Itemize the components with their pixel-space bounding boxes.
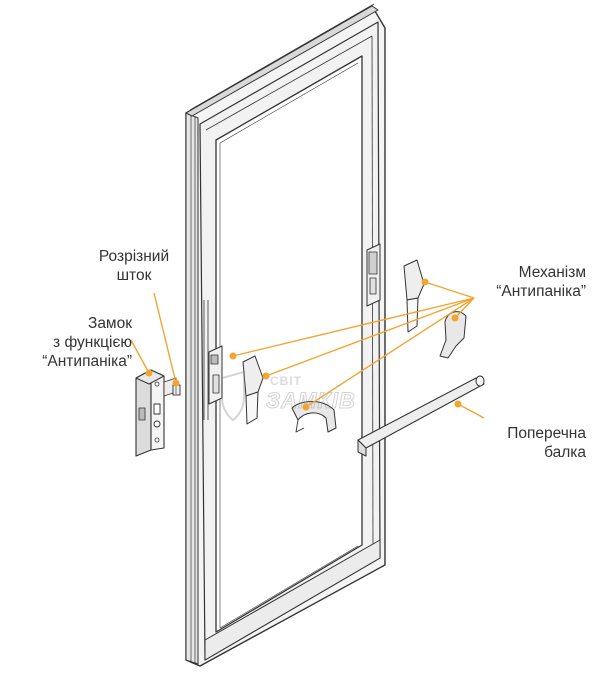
label-mechanism: Механізм “Антипаніка” bbox=[470, 263, 586, 301]
label-crossbar-line1: Поперечна bbox=[507, 425, 586, 442]
cross-bar bbox=[357, 375, 485, 457]
door bbox=[185, 3, 386, 667]
antipanic-lock bbox=[135, 369, 177, 457]
svg-text:СВІТ: СВІТ bbox=[270, 374, 302, 388]
leader-lines bbox=[130, 278, 485, 419]
label-crossbar-line2: балка bbox=[544, 444, 586, 461]
label-crossbar: Поперечна балка bbox=[476, 424, 586, 462]
label-split-rod-line1: Розрізний bbox=[98, 248, 170, 265]
glass-panel bbox=[215, 55, 363, 633]
antipanic-mechanism-right bbox=[366, 243, 467, 359]
door-edge bbox=[185, 112, 199, 665]
svg-text:ЗАМКІВ: ЗАМКІВ bbox=[266, 388, 356, 413]
label-lock: Замок з функцією “Антипаніка” bbox=[20, 314, 132, 371]
label-split-rod-line2: шток bbox=[116, 267, 152, 284]
antipanic-mechanism-left bbox=[208, 345, 337, 433]
label-mechanism-line1: Механізм bbox=[518, 264, 586, 281]
label-lock-line3: “Антипаніка” bbox=[42, 353, 132, 370]
label-mechanism-line2: “Антипаніка” bbox=[496, 283, 586, 300]
label-split-rod: Розрізний шток bbox=[74, 247, 194, 285]
label-lock-line2: з функцією bbox=[53, 334, 132, 351]
watermark-logo: СВІТ ЗАМКІВ bbox=[221, 370, 356, 422]
label-lock-line1: Замок bbox=[87, 315, 132, 332]
split-rod bbox=[172, 384, 181, 396]
